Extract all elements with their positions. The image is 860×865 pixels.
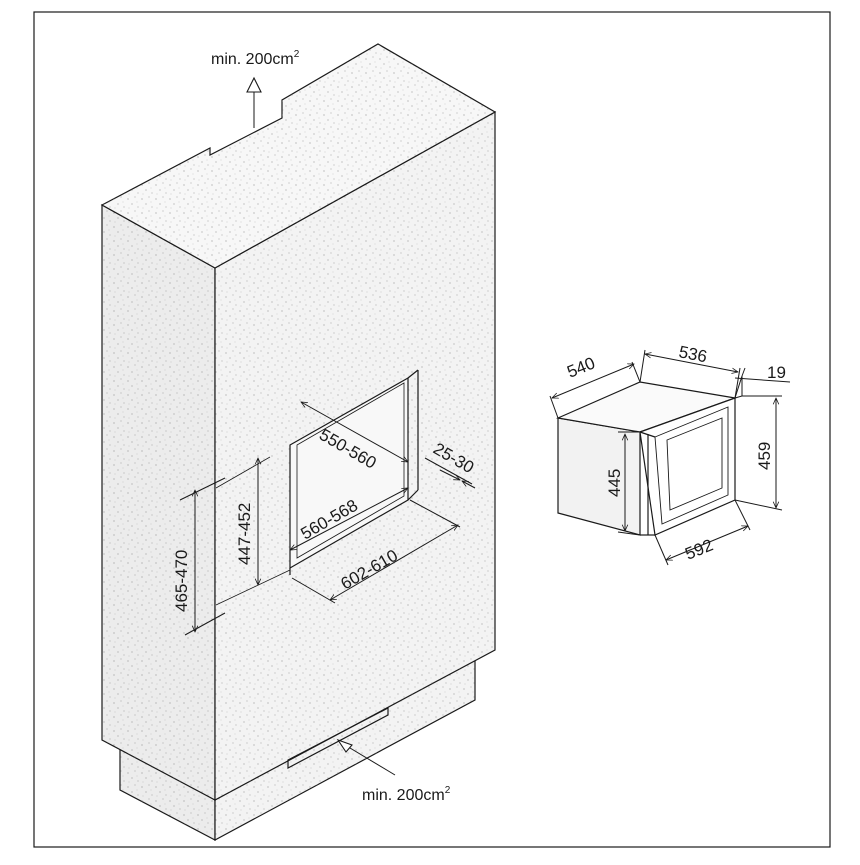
vent-top-text: min. 200cm [211, 51, 294, 68]
appliance-glass [666, 417, 723, 511]
vent-bottom-arrow [336, 738, 396, 776]
appliance-dimension-lines [549, 349, 791, 566]
appliance-door-thickness-label: 19 [767, 363, 786, 382]
vent-bottom-superscript: 2 [445, 785, 451, 796]
niche-dimension-lines [179, 402, 476, 636]
vent-top-superscript: 2 [294, 49, 300, 60]
appliance-door-inner [654, 406, 729, 525]
appliance-front-height-label: 445 [605, 469, 624, 497]
vent-bottom-label: min. 200cm2 [362, 785, 451, 804]
appliance-drawing [555, 375, 743, 536]
dim-outer-height-label: 465-470 [172, 550, 191, 612]
appliance-total-height-label: 459 [755, 442, 774, 470]
vent-bottom-text: min. 200cm [362, 787, 445, 804]
drawing-frame [33, 11, 831, 848]
appliance-width-label: 592 [682, 535, 715, 563]
appliance-side-face [557, 417, 641, 536]
bottom-vent-slot [287, 707, 389, 769]
appliance-depth-label: 540 [564, 353, 597, 381]
cabinet-housing [100, 43, 497, 842]
dim-inner-height-label: 447-452 [235, 503, 254, 565]
appliance-body-depth-label: 536 [677, 342, 708, 366]
vent-top-label: min. 200cm2 [211, 49, 300, 68]
vent-top-arrow [246, 76, 262, 128]
